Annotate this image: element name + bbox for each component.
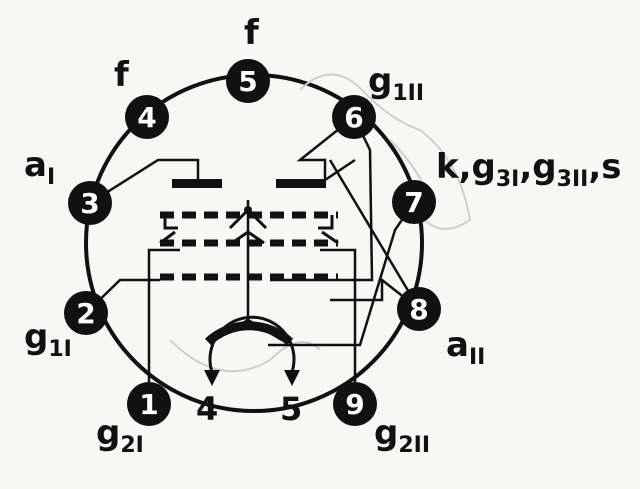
pin-5-number: 5 [238,65,257,98]
pin-3-circle [68,181,112,225]
pins: 1 2 3 4 5 6 7 8 9 [64,59,441,426]
grid-electrodes [160,211,338,281]
label-k-group: k,g3I,g3II,s [436,147,622,192]
pin-5-circle [226,59,270,103]
label-s: s [601,147,621,187]
label-g2I-main: g [96,413,120,453]
pin-6-number: 6 [344,101,363,134]
label-g1II-sub: 1II [392,81,424,106]
pin-1-circle [127,382,171,426]
label-g1I-main: g [24,317,48,357]
deflection-arrow-arc [208,315,296,373]
label-g2II: g2II [374,413,430,458]
label-aI-main: a [24,145,47,185]
label-aII-main: a [446,325,469,365]
label-g1I: g1I [24,317,72,362]
label-f-left: f [114,55,130,95]
label-g2II-main: g [374,413,398,453]
label-k: k, [436,147,472,187]
label-g1I-sub: 1I [48,337,72,362]
pin-2-circle [64,291,108,335]
pin-8-number: 8 [409,293,428,326]
label-aI: aI [24,145,55,190]
label-g3II-main: g [532,147,556,187]
label-g2II-sub: 2II [398,433,430,458]
label-g2I-sub: 2I [120,433,144,458]
pin-6-circle [332,95,376,139]
wiring [85,116,421,404]
pin-4-circle [125,95,169,139]
anode-I [172,179,222,188]
label-g3II-sub: 3II [557,167,589,192]
label-g1II-main: g [368,61,392,101]
deflection-label-5: 5 [280,390,302,428]
pin-7-circle [392,180,436,224]
pin-2-number: 2 [76,297,95,330]
label-aII: aII [446,325,485,370]
label-comma-1: , [519,147,532,187]
pin-7-number: 7 [404,186,423,219]
label-comma-2: , [588,147,601,187]
pin-8-circle [397,287,441,331]
label-g2I: g2I [96,413,144,458]
label-g3I-main: g [472,147,496,187]
grid-junction [244,206,252,214]
label-aI-sub: I [47,165,55,190]
pin-4-number: 4 [137,101,156,134]
arrow-left-head [204,370,220,386]
label-g1II: g1II [368,61,424,106]
deflection-label-4: 4 [196,390,218,428]
label-f-top: f [244,13,260,53]
pin-9-number: 9 [345,388,364,421]
label-g3I-sub: 3I [496,167,520,192]
pin-1-number: 1 [139,388,158,421]
pin-labels: f f g1II aI k,g3I,g3II,s g1I aII g2I g2I… [24,13,622,458]
anode-II [276,179,326,188]
label-aII-sub: II [469,345,485,370]
pin-3-number: 3 [80,187,99,220]
arrow-right-head [284,370,300,386]
grid-supports [159,208,339,245]
anode-plates [172,179,326,188]
pin-9-circle [333,382,377,426]
